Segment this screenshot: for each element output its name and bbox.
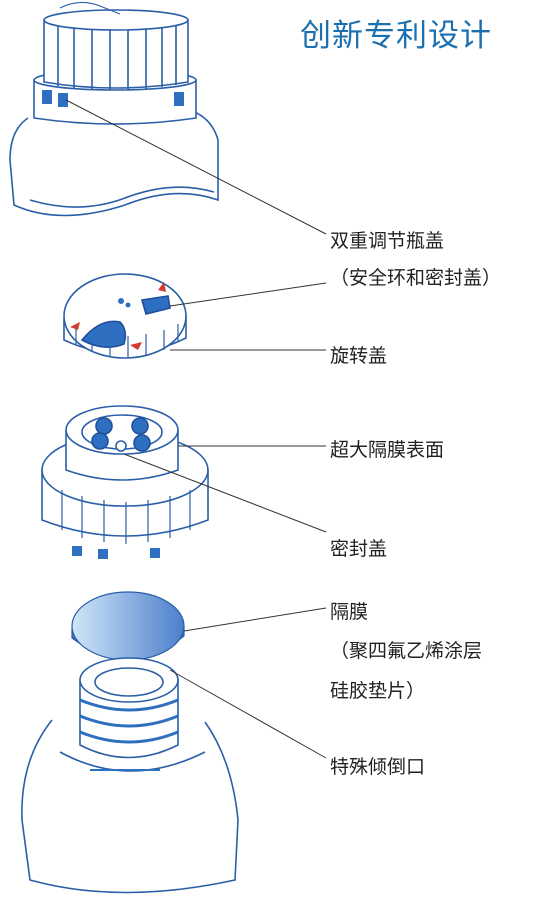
label-septum: 隔膜 xyxy=(330,601,369,623)
sealing-cap-illustration xyxy=(41,405,209,559)
leader-line-pour-spout xyxy=(169,669,327,759)
leader-line-sealing-cap xyxy=(123,453,327,533)
leader-line-septum xyxy=(183,607,327,632)
label-sealing-cap: 密封盖 xyxy=(330,538,388,560)
label-pour-spout: 特殊倾倒口 xyxy=(330,756,426,778)
label-large-septum-surface: 超大隔膜表面 xyxy=(330,439,445,461)
rotating-cap-illustration xyxy=(63,273,187,359)
dual-adjust-cap-illustration xyxy=(9,1,219,217)
septum-disc-illustration xyxy=(71,591,185,661)
label-dual-cap: 双重调节瓶盖 xyxy=(330,230,445,252)
leader-lines xyxy=(65,99,327,759)
label-septum-coating: （聚四氟乙烯涂层 xyxy=(330,640,483,662)
diagram-title: 创新专利设计 xyxy=(300,18,492,54)
label-septum-gasket: 硅胶垫片） xyxy=(330,680,426,702)
pour-spout-illustration xyxy=(21,657,239,894)
label-rotating-cap: 旋转盖 xyxy=(330,345,388,367)
leader-line-dual-cap xyxy=(65,99,327,235)
label-dual-cap-detail: （安全环和密封盖） xyxy=(330,267,502,289)
leader-line-safety-ring xyxy=(169,282,327,307)
